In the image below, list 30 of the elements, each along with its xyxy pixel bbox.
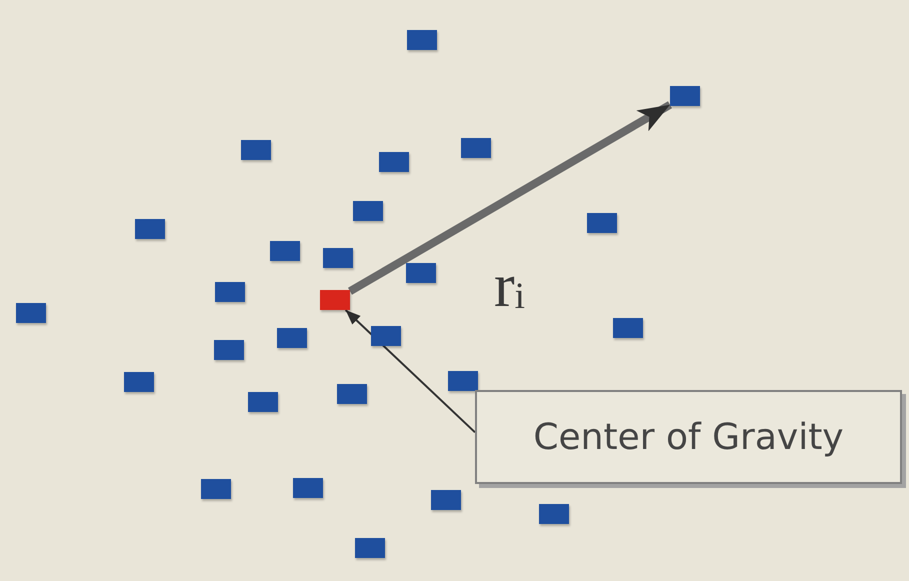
marker-square: [371, 326, 401, 346]
marker-square: [431, 490, 461, 510]
callout-text: Center of Gravity: [533, 416, 844, 458]
marker-square: [293, 478, 323, 498]
marker-square: [670, 86, 700, 106]
marker-square: [587, 213, 617, 233]
marker-square: [407, 30, 437, 50]
marker-square: [215, 282, 245, 302]
marker-square: [241, 140, 271, 160]
marker-square: [355, 538, 385, 558]
marker-square: [248, 392, 278, 412]
marker-square: [320, 290, 350, 310]
marker-square: [323, 248, 353, 268]
marker-square: [613, 318, 643, 338]
marker-square: [406, 263, 436, 283]
marker-square: [337, 384, 367, 404]
marker-square: [539, 504, 569, 524]
marker-square: [270, 241, 300, 261]
arrow: [348, 101, 672, 295]
marker-square: [448, 371, 478, 391]
marker-square: [135, 219, 165, 239]
marker-square: [277, 328, 307, 348]
leader-line: [344, 309, 476, 434]
marker-square: [353, 201, 383, 221]
marker-square: [124, 372, 154, 392]
marker-square: [16, 303, 46, 323]
marker-square: [214, 340, 244, 360]
marker-square: [201, 479, 231, 499]
marker-square: [461, 138, 491, 158]
marker-square: [379, 152, 409, 172]
